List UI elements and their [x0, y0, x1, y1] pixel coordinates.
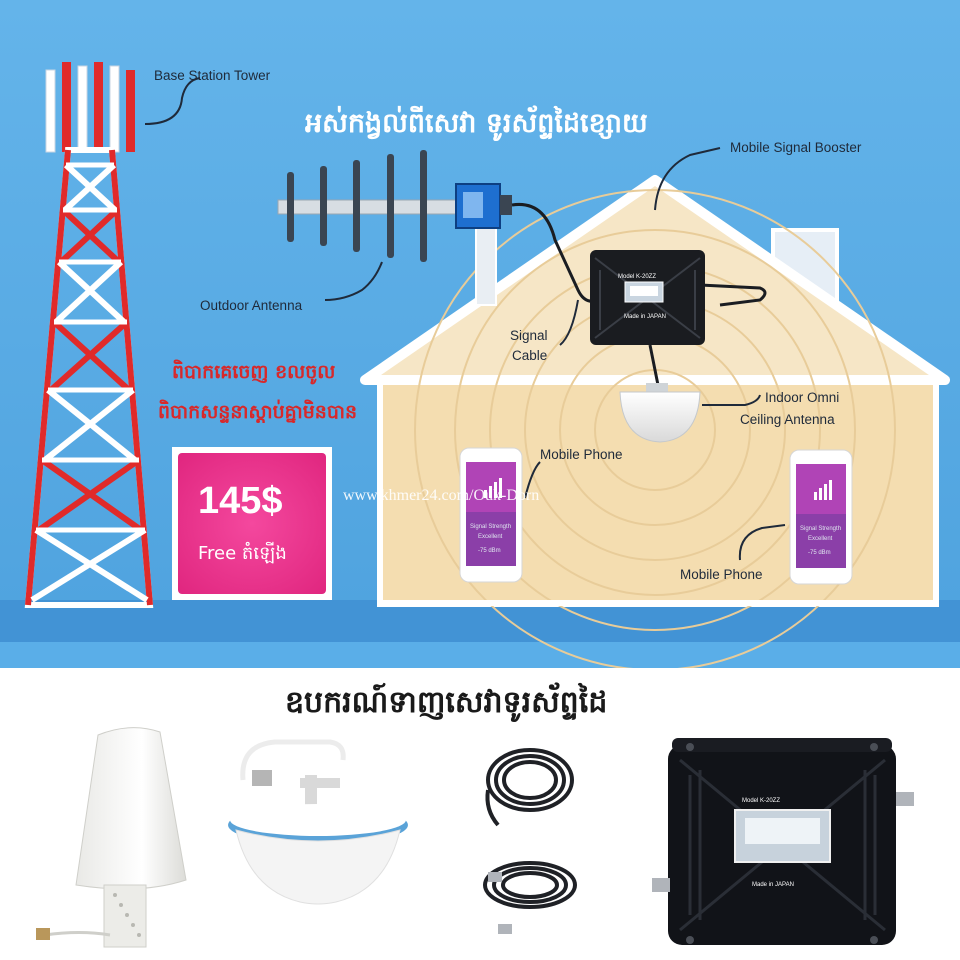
outdoor-antenna-icon [277, 150, 512, 306]
signal-cable-callout [559, 299, 579, 346]
signal-cable-indoor [699, 283, 767, 307]
price-badge: 145$ Free តំឡើង [172, 447, 332, 600]
problem-line-1: ពិបាកគេចេញ ខលចូល [172, 359, 335, 385]
label-indoor-antenna-1: Indoor Omni [765, 390, 839, 405]
label-mobile-phone-left: Mobile Phone [540, 447, 623, 462]
svg-text:Made in JAPAN: Made in JAPAN [624, 314, 666, 320]
svg-text:-75 dBm: -75 dBm [808, 550, 831, 556]
label-mobile-phone-right: Mobile Phone [680, 567, 763, 582]
label-signal-cable-2: Cable [512, 348, 547, 363]
booster-callout-line [654, 147, 721, 211]
booster-diagram-icon: Model K-20ZZ Made in JAPAN [590, 250, 705, 345]
price-text: 145$ [198, 480, 283, 522]
tower-callout-line [144, 77, 201, 125]
signal-booster-icon: Model K-20ZZ Made in JAPAN [652, 738, 914, 945]
headline-bottom: ឧបករណ៍ទាញសេវាទូរស័ព្ទដៃ [285, 682, 607, 723]
mobile-phone-left-icon: Signal Strength Excellent -75 dBm [459, 447, 523, 583]
watermark: www.khmer24.com/Ouk-Dorn [343, 487, 539, 504]
ground-stripe-light [0, 642, 960, 668]
label-mobile-signal-booster: Mobile Signal Booster [730, 140, 862, 155]
outdoor-panel-antenna-icon [36, 727, 187, 948]
svg-text:Signal Strength: Signal Strength [800, 526, 841, 532]
phone-left-callout [524, 461, 541, 499]
problem-line-2: ពិបាកសន្ទនាស្តាប់គ្នាមិនបាន [158, 399, 357, 423]
headline-top: អស់កង្វល់ពីសេវា ទូរស័ព្ទដៃខ្សោយ [305, 105, 648, 142]
svg-text:Signal Strength: Signal Strength [470, 524, 511, 530]
free-install-text: Free តំឡើង [198, 541, 287, 564]
base-station-tower-icon [24, 62, 154, 608]
mobile-phone-right-icon: Signal Strength Excellent -75 dBm [789, 449, 853, 585]
svg-text:-75 dBm: -75 dBm [478, 548, 501, 554]
svg-text:Excellent: Excellent [808, 536, 833, 542]
indoor-ceiling-antenna-icon [619, 383, 701, 443]
label-signal-cable-1: Signal [510, 328, 548, 343]
coax-cable-icon [483, 748, 577, 934]
ceiling-antenna-icon [228, 739, 408, 905]
svg-text:Excellent: Excellent [478, 534, 503, 540]
label-outdoor-antenna: Outdoor Antenna [200, 298, 303, 313]
svg-text:Model K-20ZZ: Model K-20ZZ [742, 798, 780, 804]
outdoor-antenna-callout [324, 261, 383, 301]
indoor-antenna-callout [702, 394, 761, 406]
svg-text:Model K-20ZZ: Model K-20ZZ [618, 274, 656, 280]
label-base-station-tower: Base Station Tower [154, 68, 271, 83]
ceiling-antenna-cable [648, 344, 660, 386]
svg-text:Made in JAPAN: Made in JAPAN [752, 882, 794, 888]
label-indoor-antenna-2: Ceiling Antenna [740, 412, 835, 427]
phone-right-callout [738, 524, 786, 561]
